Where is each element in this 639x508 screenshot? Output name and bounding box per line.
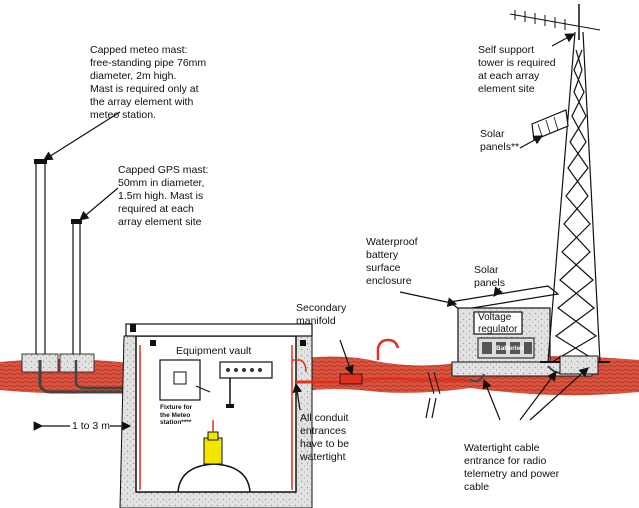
cable-entrance-label: Watertight cable entrance for radio tele… [464,442,560,493]
leader-meteo [42,111,121,161]
meteo-mast-label: Capped meteo mast: free-standing pipe 76… [90,44,207,121]
batteries-label: Batteries [496,345,524,352]
conduit-label: All conduit entrances have to be waterti… [300,412,350,463]
meteo-mast [21,159,59,373]
electronics-unit [219,361,273,408]
leader-tower [551,33,576,47]
tower-base [559,355,599,375]
secondary-manifold-label: Secondary manifold [296,302,347,327]
break-mark-1 [427,371,441,395]
gps-mast-label: Capped GPS mast: 50mm in diameter, 1.5m … [118,164,209,228]
self-support-tower [540,31,610,363]
fixture-label: Fixture for the Meteo station**** [160,404,193,426]
tower-solar-panel [531,109,569,141]
leader-cable-2 [519,371,557,421]
leader-fixture [195,385,211,393]
leader-solar-top [519,135,544,149]
tower-label: Self support tower is required at each a… [478,44,556,95]
pump [177,420,251,493]
antenna [509,4,601,40]
equipment-vault-label: Equipment vault [176,345,252,357]
meteo-fixture [159,359,201,401]
solar-panels-top-label: Solar panels** [480,128,520,153]
leader-conduit [292,382,303,411]
solar-panels-right-label: Solar panels [474,264,505,289]
leader-gps [79,187,119,221]
leader-cable-1 [482,378,501,421]
gps-mast [59,219,95,373]
battery-enclosure-label: Waterproof battery surface enclosure [366,236,418,287]
leader-enclosure [399,291,458,307]
voltage-regulator-label: Voltage regulator [478,312,518,335]
leader-solar-right [493,286,503,297]
battery-enclosure [448,285,593,377]
distance-label: 1 to 3 m [72,420,110,432]
mast-conduit [38,360,140,394]
break-mark-2 [425,397,437,419]
leader-cable-3 [529,367,589,421]
leader-manifold [339,339,354,376]
